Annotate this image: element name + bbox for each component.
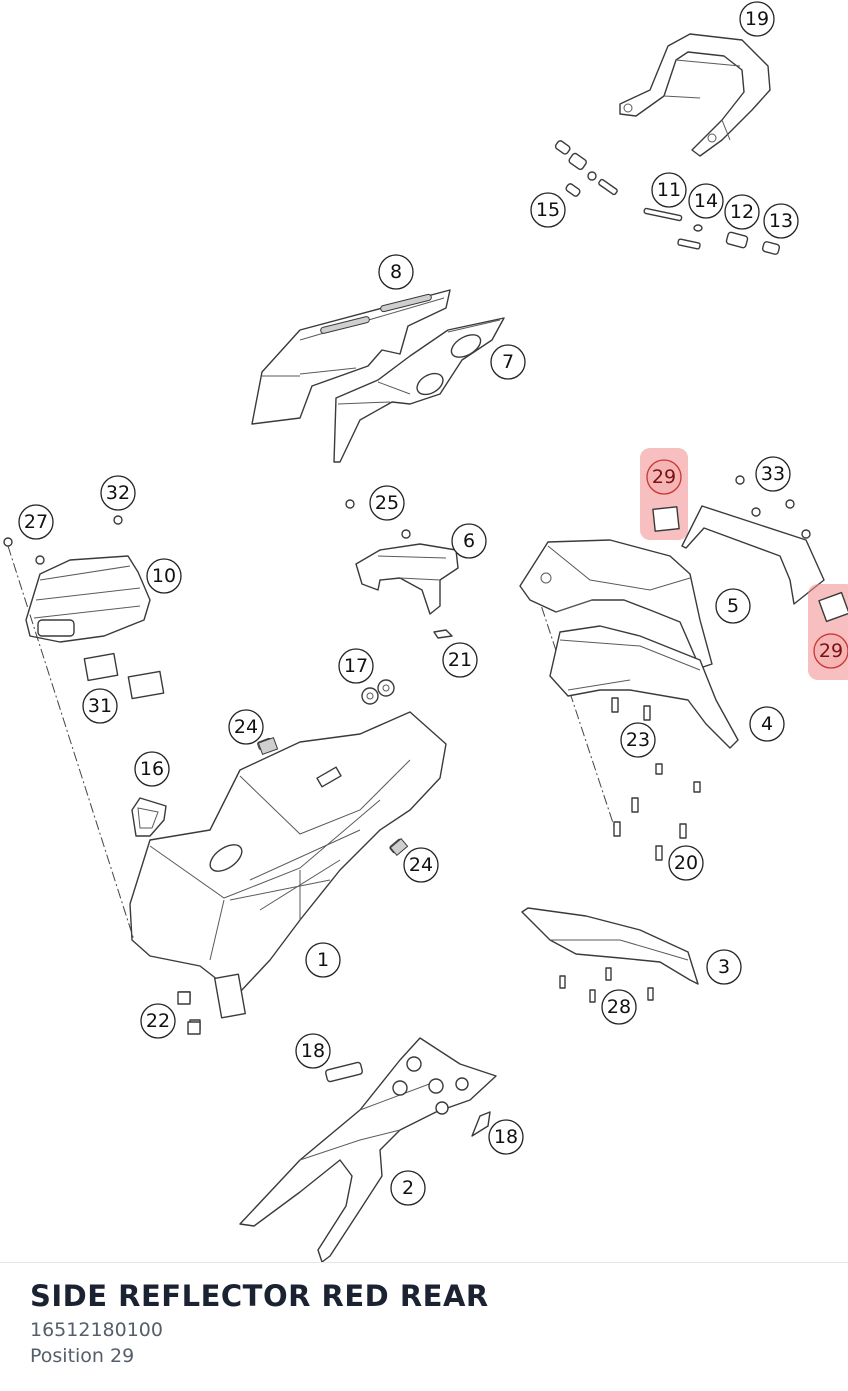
callout-23[interactable]: 23: [620, 722, 656, 758]
guide-line-left: [7, 545, 135, 941]
callout-2[interactable]: 2: [390, 1170, 426, 1206]
part-clips[interactable]: [177, 991, 201, 1035]
svg-text:13: 13: [769, 210, 793, 232]
part-side-reflector-right[interactable]: [818, 591, 848, 623]
svg-text:28: 28: [607, 996, 631, 1018]
svg-text:2: 2: [402, 1177, 414, 1199]
part-reflector-18-left[interactable]: [325, 1061, 363, 1083]
part-tail-frame[interactable]: [549, 625, 739, 749]
part-gasket[interactable]: [131, 797, 167, 837]
callout-28[interactable]: 28: [601, 989, 637, 1025]
part-grommets[interactable]: [361, 679, 395, 705]
part-reflector-18-right[interactable]: [471, 1111, 491, 1137]
svg-text:8: 8: [390, 261, 402, 283]
svg-text:4: 4: [761, 713, 773, 735]
svg-text:18: 18: [301, 1040, 325, 1062]
callout-16[interactable]: 16: [134, 751, 170, 787]
svg-text:14: 14: [694, 190, 718, 212]
callout-4[interactable]: 4: [749, 706, 785, 742]
svg-text:6: 6: [463, 530, 475, 552]
callout-25[interactable]: 25: [369, 485, 405, 521]
callout-8[interactable]: 8: [378, 254, 414, 290]
part-license-bracket[interactable]: [681, 475, 825, 605]
part-mud-flap-assembly[interactable]: [3, 515, 165, 700]
svg-text:22: 22: [146, 1010, 170, 1032]
callout-5[interactable]: 5: [715, 588, 751, 624]
callout-1[interactable]: 1: [305, 942, 341, 978]
svg-text:32: 32: [106, 482, 130, 504]
svg-text:18: 18: [494, 1126, 518, 1148]
callout-3[interactable]: 3: [706, 949, 742, 985]
callout-24-lower[interactable]: 24: [403, 847, 439, 883]
svg-text:7: 7: [502, 351, 514, 373]
part-under-tray[interactable]: [239, 1037, 497, 1262]
part-number: 16512180100: [30, 1319, 163, 1341]
callout-19[interactable]: 19: [739, 1, 775, 37]
svg-text:29: 29: [652, 466, 676, 488]
part-title: SIDE REFLECTOR RED REAR: [30, 1279, 489, 1313]
svg-text:31: 31: [88, 695, 112, 717]
exploded-parts-diagram: 1 2 3 4 5 6 7 8 10 11 12 13 14 15 16 17 …: [3, 1, 848, 1262]
svg-text:12: 12: [730, 201, 754, 223]
svg-text:17: 17: [344, 655, 368, 677]
part-side-panel-upper[interactable]: [251, 289, 451, 425]
part-rear-fender-cap[interactable]: [345, 499, 459, 639]
callout-32[interactable]: 32: [100, 475, 136, 511]
guide-line-right: [535, 589, 617, 833]
svg-text:20: 20: [674, 852, 698, 874]
callout-24-upper[interactable]: 24: [228, 709, 264, 745]
callout-18-lower[interactable]: 18: [488, 1119, 524, 1155]
callout-13[interactable]: 13: [763, 203, 799, 239]
callout-18-upper[interactable]: 18: [295, 1033, 331, 1069]
callout-31[interactable]: 31: [82, 688, 118, 724]
svg-text:23: 23: [626, 729, 650, 751]
part-screws-23-20[interactable]: [611, 697, 701, 861]
svg-text:11: 11: [657, 179, 681, 201]
callout-10[interactable]: 10: [146, 558, 182, 594]
callout-20[interactable]: 20: [668, 845, 704, 881]
part-side-reflector-left[interactable]: [652, 506, 680, 532]
callout-15[interactable]: 15: [530, 192, 566, 228]
part-position: Position 29: [30, 1345, 135, 1367]
part-grab-handle[interactable]: [619, 33, 771, 157]
callout-33[interactable]: 33: [755, 456, 791, 492]
svg-text:21: 21: [448, 649, 472, 671]
svg-text:24: 24: [234, 716, 258, 738]
callout-7[interactable]: 7: [490, 344, 526, 380]
part-hardware-bolts[interactable]: [554, 140, 781, 255]
svg-text:10: 10: [152, 565, 176, 587]
svg-text:25: 25: [375, 492, 399, 514]
svg-text:5: 5: [727, 595, 739, 617]
callout-27[interactable]: 27: [18, 504, 54, 540]
part-info-panel: SIDE REFLECTOR RED REAR 16512180100 Posi…: [0, 1262, 848, 1391]
callout-17[interactable]: 17: [338, 648, 374, 684]
callout-12[interactable]: 12: [724, 194, 760, 230]
svg-text:3: 3: [718, 956, 730, 978]
diagram-svg: 1 2 3 4 5 6 7 8 10 11 12 13 14 15 16 17 …: [3, 1, 848, 1262]
part-rear-fender-main[interactable]: [129, 711, 447, 1031]
callout-29-right[interactable]: 29: [813, 633, 848, 669]
svg-text:16: 16: [140, 758, 164, 780]
svg-text:29: 29: [819, 640, 843, 662]
part-lower-cover[interactable]: [521, 907, 699, 1003]
callout-29-left[interactable]: 29: [646, 459, 682, 495]
svg-text:1: 1: [317, 949, 329, 971]
part-spacer-upper[interactable]: [257, 736, 279, 756]
callout-6[interactable]: 6: [451, 523, 487, 559]
svg-text:19: 19: [745, 8, 769, 30]
callout-14[interactable]: 14: [688, 183, 724, 219]
svg-text:24: 24: [409, 854, 433, 876]
callout-22[interactable]: 22: [140, 1003, 176, 1039]
svg-text:33: 33: [761, 463, 785, 485]
svg-text:15: 15: [536, 199, 560, 221]
callout-21[interactable]: 21: [442, 642, 478, 678]
part-side-panel-lower[interactable]: [333, 317, 505, 463]
callout-11[interactable]: 11: [651, 172, 687, 208]
part-spacer-lower[interactable]: [389, 837, 409, 857]
svg-text:27: 27: [24, 511, 48, 533]
